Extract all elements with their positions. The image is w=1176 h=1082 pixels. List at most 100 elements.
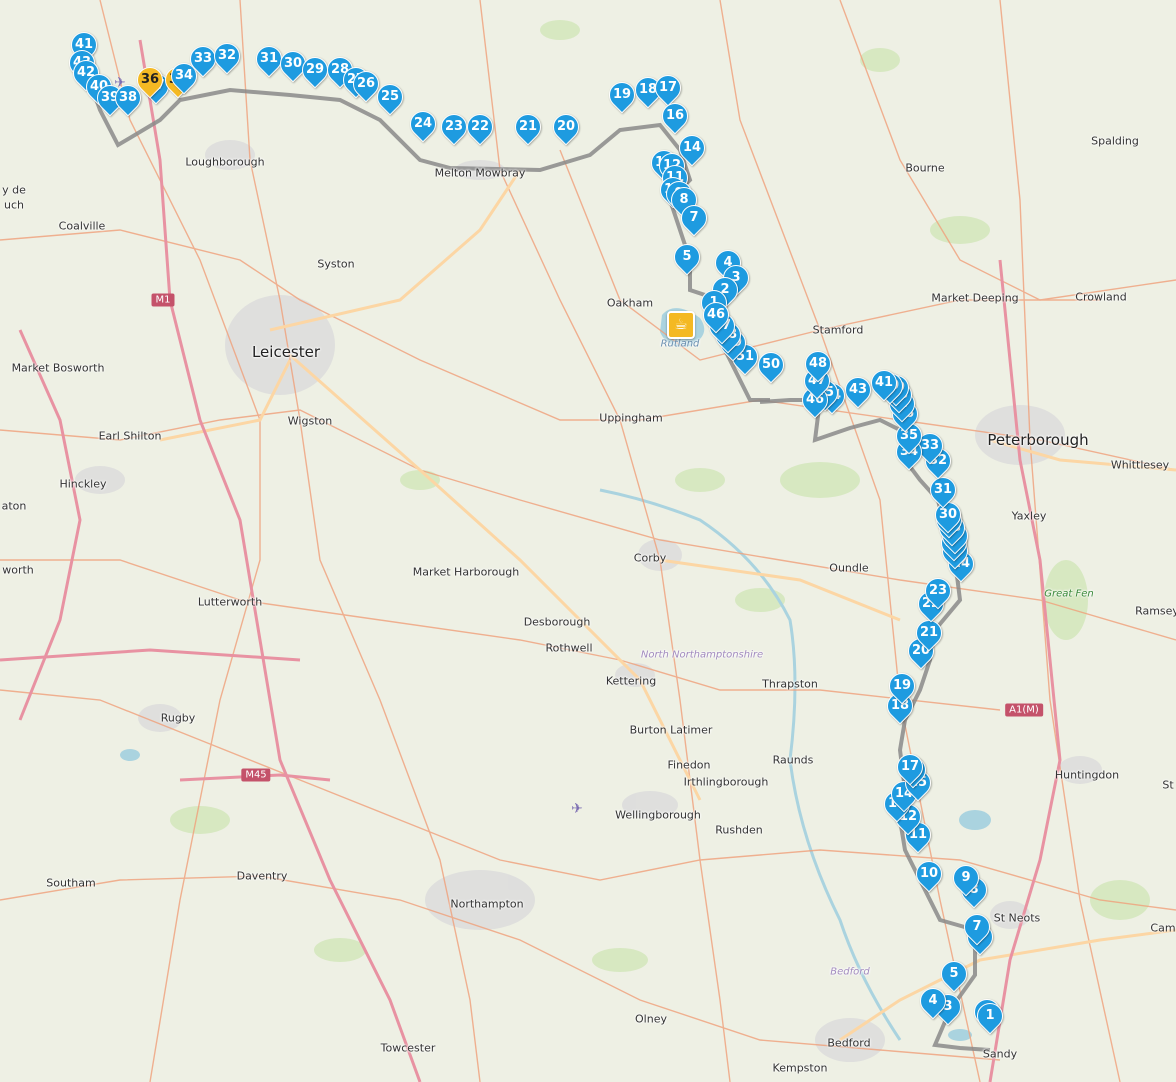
place-label: Rothwell xyxy=(545,641,593,655)
marker-label: 1 xyxy=(985,1008,995,1023)
place-label: Loughborough xyxy=(185,155,265,169)
region-label: North Northamptonshire xyxy=(640,649,764,661)
place-label: St xyxy=(1162,778,1174,792)
place-label: Kempston xyxy=(772,1061,828,1075)
road-shield: M45 xyxy=(241,768,271,782)
place-label: Olney xyxy=(635,1012,667,1026)
land-cover xyxy=(170,20,1150,972)
road-shield: M1 xyxy=(151,293,175,307)
place-label: Earl Shilton xyxy=(98,429,162,443)
marker-label: 32 xyxy=(217,48,237,63)
region-label: Bedford xyxy=(830,966,870,978)
place-label: Irthlingborough xyxy=(683,775,769,789)
airport-icon: ✈ xyxy=(571,801,583,817)
place-label: Thrapston xyxy=(762,677,818,691)
marker-label: 23 xyxy=(444,119,464,134)
place-label: Ramsey xyxy=(1135,604,1176,618)
place-label: Hinckley xyxy=(59,477,107,491)
place-label: aton xyxy=(1,499,27,513)
place-label: Market Deeping xyxy=(931,291,1019,305)
motorways xyxy=(0,39,1062,1082)
place-label: Peterborough xyxy=(987,431,1089,449)
place-label: Coalville xyxy=(58,219,106,233)
marker-label: 36 xyxy=(140,72,160,87)
place-label: Raunds xyxy=(772,753,814,767)
place-label: Bedford xyxy=(827,1036,871,1050)
place-label: Market Bosworth xyxy=(11,361,105,375)
river xyxy=(599,488,902,1041)
place-label: Melton Mowbray xyxy=(434,166,526,180)
place-label: Oakham xyxy=(606,296,654,310)
marker-label: 5 xyxy=(949,966,959,981)
place-label: Yaxley xyxy=(1011,509,1047,523)
place-label: Spalding xyxy=(1091,134,1139,148)
road-shield: A1(M) xyxy=(1005,703,1043,717)
marker-label: 17 xyxy=(658,80,678,95)
marker-label: 21 xyxy=(919,625,939,640)
marker-label: 26 xyxy=(356,76,376,91)
marker-label: 43 xyxy=(848,382,868,397)
marker-label: 31 xyxy=(259,51,279,66)
marker-label: 19 xyxy=(892,678,912,693)
place-label: Bourne xyxy=(905,161,945,175)
place-label: Wigston xyxy=(287,414,333,428)
place-label: Sandy xyxy=(982,1047,1018,1061)
place-label: Desborough xyxy=(523,615,591,629)
marker-label: 7 xyxy=(689,210,699,225)
place-label: St Neots xyxy=(993,911,1041,925)
marker-label: 21 xyxy=(518,119,538,134)
marker-label: 17 xyxy=(900,759,920,774)
place-label: Uppingham xyxy=(599,411,663,425)
place-label: Stamford xyxy=(812,323,864,337)
marker-label: 24 xyxy=(413,116,433,131)
place-label: Leicester xyxy=(251,343,321,361)
place-label: Market Harborough xyxy=(412,565,520,579)
place-label: Huntingdon xyxy=(1054,768,1120,782)
marker-label: 41 xyxy=(874,375,894,390)
marker-label: 38 xyxy=(118,90,138,105)
airport-icon: ✈ xyxy=(114,75,126,91)
place-label: Corby xyxy=(633,551,667,565)
place-label: worth xyxy=(2,563,34,577)
marker-label: 9 xyxy=(961,870,971,885)
place-label: Daventry xyxy=(236,869,288,883)
place-label: Southam xyxy=(46,876,96,890)
place-label: Northampton xyxy=(450,897,524,911)
marker-label: 48 xyxy=(808,356,828,371)
marker-label: 4 xyxy=(928,993,938,1008)
marker-label: 10 xyxy=(919,866,939,881)
place-label: Lutterworth xyxy=(197,595,263,609)
cafe-icon[interactable]: ☕ xyxy=(667,311,695,339)
region-label: Rutland xyxy=(660,338,700,350)
marker-label: 30 xyxy=(938,507,958,522)
marker-label: 5 xyxy=(682,249,692,264)
marker-label: 31 xyxy=(933,482,953,497)
marker-label: 22 xyxy=(470,119,490,134)
place-label: y de xyxy=(2,183,26,197)
place-label: Kettering xyxy=(605,674,657,688)
place-label: Wellingborough xyxy=(615,808,701,822)
place-label: Towcester xyxy=(380,1041,436,1055)
place-label: uch xyxy=(4,198,24,212)
primary-roads xyxy=(159,169,1176,1042)
place-label: Burton Latimer xyxy=(629,723,713,737)
marker-label: 25 xyxy=(380,89,400,104)
marker-label: 16 xyxy=(665,108,685,123)
place-label: Cam xyxy=(1150,921,1176,935)
place-label: Whittlesey xyxy=(1110,458,1170,472)
marker-label: 50 xyxy=(761,357,781,372)
marker-label: 46 xyxy=(706,307,726,322)
place-label: Finedon xyxy=(667,758,711,772)
place-label: Rushden xyxy=(715,823,763,837)
place-label: Oundle xyxy=(829,561,869,575)
marker-label: 20 xyxy=(556,119,576,134)
place-label: Syston xyxy=(317,257,355,271)
marker-label: 7 xyxy=(972,919,982,934)
marker-label: 19 xyxy=(612,87,632,102)
place-label: Crowland xyxy=(1075,290,1127,304)
marker-label: 23 xyxy=(928,583,948,598)
marker-label: 33 xyxy=(193,51,213,66)
